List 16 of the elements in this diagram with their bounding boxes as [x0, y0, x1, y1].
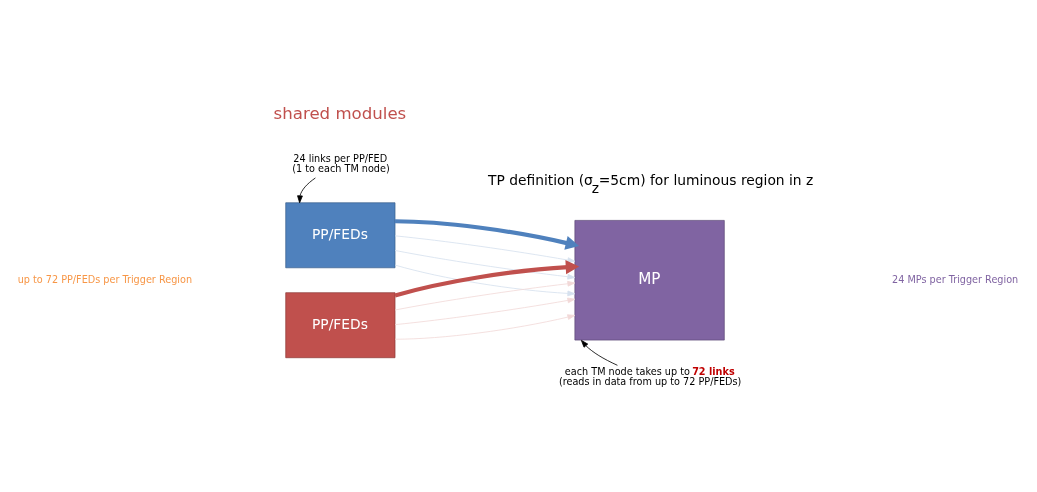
arrow	[394, 235, 576, 263]
arrow	[394, 297, 576, 326]
arrow	[394, 250, 576, 280]
arrow	[394, 314, 576, 340]
node-box: PP/FEDs	[285, 202, 396, 269]
arrow	[395, 219, 580, 250]
label: shared modules	[273, 103, 407, 123]
node-box: PP/FEDs	[285, 292, 396, 359]
arrow	[297, 177, 316, 204]
node-text: 24 links per PP/FED (1 to each TM node)	[292, 153, 390, 175]
label: up to 72 PP/FEDs per Trigger Region	[17, 273, 193, 285]
node-box: MP	[574, 220, 725, 341]
arrow	[581, 339, 618, 366]
arrow	[394, 280, 576, 311]
node-text: each TM node takes up to 72 links (reads in data from up to 72 PP/FEDs)	[558, 366, 742, 387]
label: 24 MPs per Trigger Region	[892, 273, 1019, 285]
